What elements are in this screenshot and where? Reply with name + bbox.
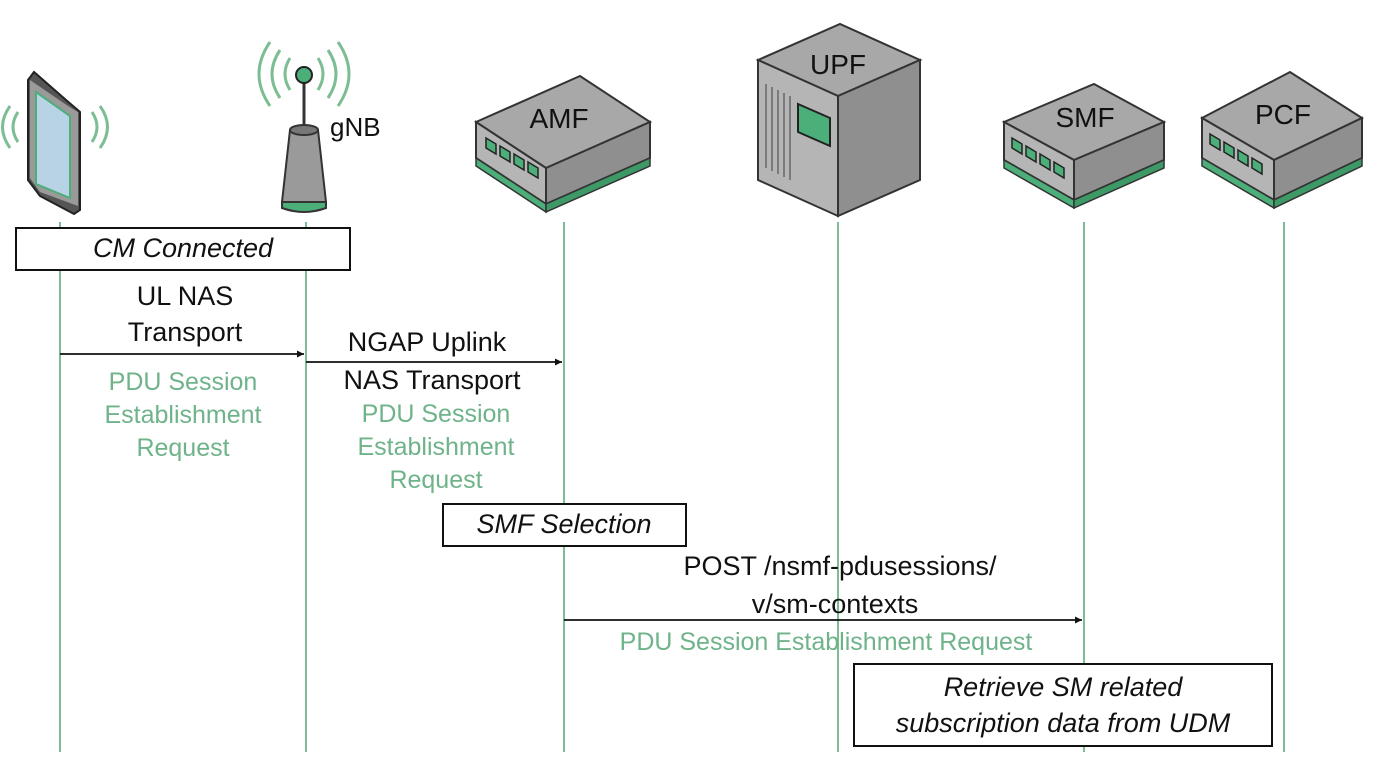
ul-nas-payload-line1: PDU Session (109, 368, 258, 396)
amf-server-icon (473, 74, 653, 214)
amf-label: AMF (529, 103, 588, 134)
antenna-icon (257, 41, 351, 213)
post-label-line2: v/sm-contexts (752, 589, 919, 619)
ngap-payload-line1: PDU Session (362, 400, 511, 428)
ul-nas-transport-message: UL NAS Transport PDU Session Establishme… (60, 281, 304, 462)
ngap-label-line1: NGAP Uplink (348, 327, 507, 357)
retrieve-note-line2: subscription data from UDM (896, 708, 1231, 738)
smf-selection-note: SMF Selection (442, 503, 687, 547)
smf-server-icon (1001, 82, 1167, 210)
retrieve-note-line1: Retrieve SM related (944, 672, 1184, 702)
phone-icon (1, 70, 109, 216)
ul-nas-label-line2: Transport (128, 317, 243, 347)
retrieve-sm-data-note: Retrieve SM related subscription data fr… (853, 663, 1273, 747)
ul-nas-payload-line2: Establishment (104, 401, 261, 429)
post-payload: PDU Session Establishment Request (620, 628, 1033, 656)
upf-label: UPF (810, 49, 866, 80)
ngap-label-line2: NAS Transport (343, 365, 521, 395)
ngap-payload-line2: Establishment (357, 433, 514, 461)
smf-label: SMF (1055, 102, 1114, 133)
cm-connected-note: CM Connected (15, 227, 351, 271)
gnb-label: gNB (330, 112, 381, 142)
post-label-line1: POST /nsmf-pdusessions/ (683, 551, 997, 581)
post-sm-contexts-message: POST /nsmf-pdusessions/ v/sm-contexts PD… (564, 551, 1082, 656)
ngap-payload-line3: Request (389, 466, 482, 494)
cm-connected-text: CM Connected (93, 233, 274, 263)
pcf-label: PCF (1255, 99, 1311, 130)
pcf-server-icon (1199, 70, 1365, 210)
ngap-uplink-message: NGAP Uplink NAS Transport PDU Session Es… (306, 327, 562, 494)
smf-selection-text: SMF Selection (476, 509, 651, 539)
ul-nas-label-line1: UL NAS (137, 281, 234, 311)
ul-nas-payload-line3: Request (136, 434, 229, 462)
upf-server-icon (755, 22, 923, 218)
